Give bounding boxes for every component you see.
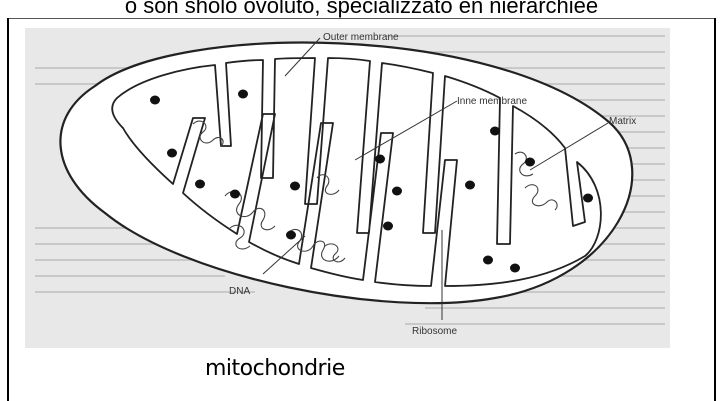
ribosome-label: Ribosome xyxy=(412,326,457,337)
dna-label: DNA xyxy=(229,286,250,297)
frame-left-border xyxy=(7,18,9,401)
inner-membrane-label: Inne membrane xyxy=(457,96,527,107)
frame-right-border xyxy=(714,18,716,401)
mitochondrion-drawing: Outer membrane Inne membrane Matrix DNA … xyxy=(25,28,670,348)
outer-membrane-label: Outer membrane xyxy=(323,32,399,43)
frame-top-border xyxy=(7,18,716,19)
figure-caption: mitochondrie xyxy=(205,356,345,381)
matrix-label: Matrix xyxy=(609,116,636,127)
mitochondrion-figure: Outer membrane Inne membrane Matrix DNA … xyxy=(25,28,670,348)
header-text: o son sholo ovoluto, specializzato en ni… xyxy=(0,0,723,18)
